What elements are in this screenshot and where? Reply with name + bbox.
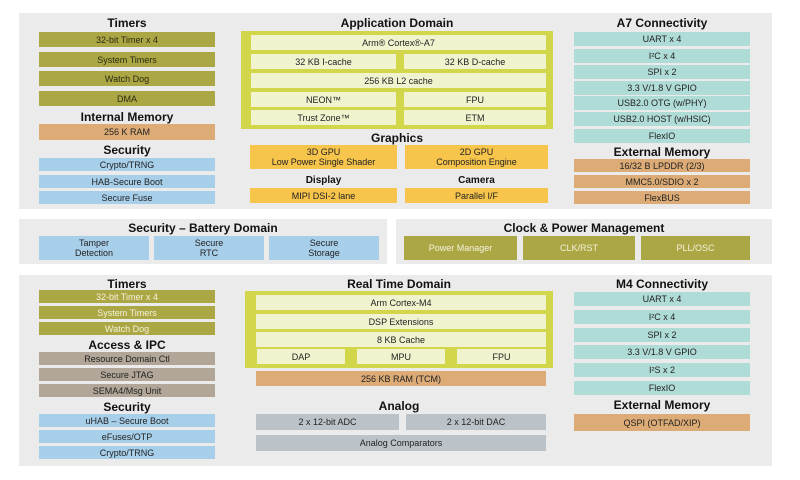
display-heading: Display (305, 175, 342, 186)
ram-256k: 256 K RAM (39, 124, 215, 140)
l2-cache: 256 KB L2 cache (251, 73, 546, 88)
secure-storage: Secure Storage (269, 236, 379, 260)
internal-memory-heading: Internal Memory (80, 110, 174, 124)
m4-i2c: I²C x 4 (574, 310, 750, 324)
a7-usb-otg: USB2.0 OTG (w/PHY) (574, 96, 750, 110)
a7-spi: SPI x 2 (574, 65, 750, 79)
external-memory-heading: External Memory (613, 145, 711, 159)
camera-heading: Camera (458, 175, 495, 186)
timers-heading: Timers (107, 16, 147, 30)
gpu-3d: 3D GPU Low Power Single Shader (250, 145, 397, 169)
m4-external-memory-heading: External Memory (613, 398, 711, 412)
m4-connectivity-heading: M4 Connectivity (615, 277, 708, 291)
secure-jtag: Secure JTAG (39, 368, 215, 381)
access-ipc-heading: Access & IPC (88, 338, 166, 352)
trust-zone: Trust Zone™ (251, 110, 396, 125)
secure-rtc: Secure RTC (154, 236, 264, 260)
m4-watch-dog: Watch Dog (39, 322, 215, 335)
power-manager: Power Manager (404, 236, 517, 260)
qspi: QSPI (OTFAD/XIP) (574, 414, 750, 431)
mpu: MPU (357, 349, 445, 364)
m4-security-heading: Security (103, 400, 151, 414)
clock-power-heading: Clock & Power Management (503, 221, 665, 235)
clk-rst: CLK/RST (523, 236, 635, 260)
pll-osc: PLL/OSC (641, 236, 750, 260)
security-heading: Security (103, 143, 151, 157)
hab-secure-boot: HAB-Secure Boot (39, 175, 215, 188)
adc: 2 x 12-bit ADC (256, 414, 399, 430)
a7-connectivity-heading: A7 Connectivity (616, 16, 708, 30)
watch-dog: Watch Dog (39, 71, 215, 86)
tamper-detection: Tamper Detection (39, 236, 149, 260)
graphics-heading: Graphics (370, 131, 424, 145)
parallel-if: Parallel I/F (405, 188, 548, 203)
fpu-m4: FPU (457, 349, 546, 364)
analog-heading: Analog (378, 399, 420, 413)
system-timers: System Timers (39, 52, 215, 67)
cortex-m4-core: Arm Cortex-M4 (256, 295, 546, 310)
m4-uart: UART x 4 (574, 292, 750, 306)
etm: ETM (404, 110, 546, 125)
m4-system-timers: System Timers (39, 306, 215, 319)
gpu-2d-line2: Composition Engine (436, 157, 517, 167)
efuses-otp: eFuses/OTP (39, 430, 215, 443)
gpu-3d-line2: Low Power Single Shader (271, 157, 376, 167)
a7-flexio: FlexIO (574, 129, 750, 143)
mmc-sdio: MMC5.0/SDIO x 2 (574, 175, 750, 188)
secure-fuse: Secure Fuse (39, 191, 215, 204)
fpu-a7: FPU (404, 92, 546, 107)
a7-uart: UART x 4 (574, 32, 750, 46)
m4-gpio: 3.3 V/1.8 V GPIO (574, 345, 750, 359)
dsp-extensions: DSP Extensions (256, 314, 546, 329)
timer-32bit: 32-bit Timer x 4 (39, 32, 215, 47)
icache: 32 KB I-cache (251, 54, 396, 69)
gpu-3d-line1: 3D GPU (306, 147, 341, 157)
m4-flexio: FlexIO (574, 381, 750, 395)
ram-tcm: 256 KB RAM (TCM) (256, 371, 546, 386)
a7-usb-host: USB2.0 HOST (w/HSIC) (574, 112, 750, 126)
m4-spi: SPI x 2 (574, 328, 750, 342)
crypto-trng: Crypto/TRNG (39, 158, 215, 171)
real-time-domain-heading: Real Time Domain (347, 277, 451, 291)
a7-gpio: 3.3 V/1.8 V GPIO (574, 81, 750, 95)
dac: 2 x 12-bit DAC (406, 414, 546, 430)
dma: DMA (39, 91, 215, 106)
tamper-line2: Detection (74, 248, 114, 258)
gpu-2d: 2D GPU Composition Engine (405, 145, 548, 169)
gpu-2d-line1: 2D GPU (459, 147, 494, 157)
secure-storage-line2: Storage (308, 248, 340, 258)
m4-i2s: I²S x 2 (574, 363, 750, 377)
secure-storage-line1: Secure (309, 238, 339, 248)
secure-rtc-line1: Secure (194, 238, 224, 248)
uhab-secure-boot: uHAB – Secure Boot (39, 414, 215, 427)
dap: DAP (257, 349, 345, 364)
m4-crypto-trng: Crypto/TRNG (39, 446, 215, 459)
flexbus: FlexBUS (574, 191, 750, 204)
application-domain-heading: Application Domain (340, 16, 454, 30)
a7-i2c: I²C x 4 (574, 49, 750, 63)
resource-domain-ctl: Resource Domain Ctl (39, 352, 215, 365)
m4-timer-32bit: 32-bit Timer x 4 (39, 290, 215, 303)
cortex-a7-core: Arm® Cortex®-A7 (251, 35, 546, 50)
dcache: 32 KB D-cache (404, 54, 546, 69)
sema4-msg-unit: SEMA4/Msg Unit (39, 384, 215, 397)
neon: NEON™ (251, 92, 396, 107)
battery-domain-heading: Security – Battery Domain (128, 221, 278, 235)
m4-timers-heading: Timers (107, 277, 147, 291)
m4-cache: 8 KB Cache (256, 332, 546, 347)
lpddr: 16/32 B LPDDR (2/3) (574, 159, 750, 172)
tamper-line1: Tamper (78, 238, 109, 248)
secure-rtc-line2: RTC (199, 248, 219, 258)
mipi-dsi: MIPI DSI-2 lane (250, 188, 397, 203)
analog-comparators: Analog Comparators (256, 435, 546, 451)
